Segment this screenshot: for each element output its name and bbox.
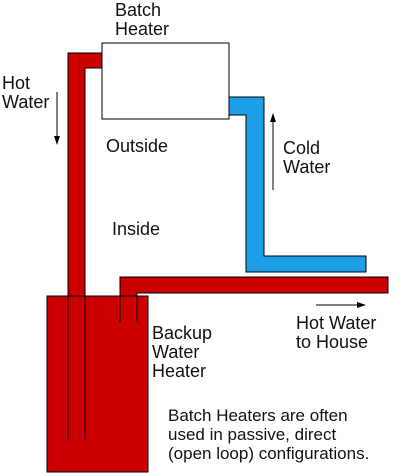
cold-water-label: Cold Water [283,138,331,177]
backup-water-heater-label: Backup Water Heater [152,323,213,381]
hot-water-to-house-label: Hot Water to House [296,313,377,352]
cold-water-pipe [228,96,367,273]
batch-heater-label: Batch Heater [115,0,170,39]
hot-water-supply-pipe [67,52,103,297]
hot-water-down-arrow [54,92,60,145]
cold-water-up-arrow [270,113,276,190]
caption-text: Batch Heaters are often used in passive,… [168,406,370,463]
inside-label: Inside [112,219,161,239]
hot-water-house-arrow [316,302,366,308]
hot-water-label: Hot Water [2,73,50,112]
backup-water-heater-tank [46,295,149,473]
hot-water-house-pipe [119,276,389,297]
batch-heater-box [101,42,230,120]
outside-label: Outside [106,136,169,156]
